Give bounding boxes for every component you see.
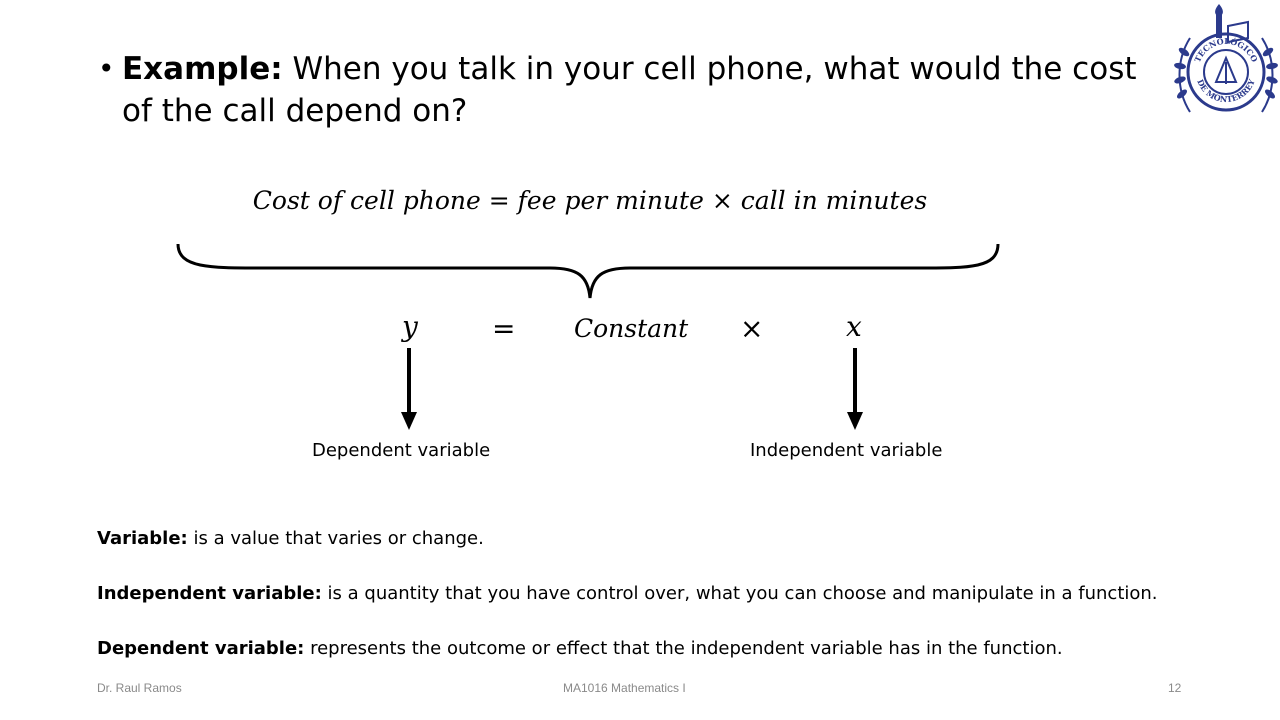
definition-term: Variable: xyxy=(97,528,188,549)
definition-independent: Independent variable: is a quantity that… xyxy=(97,581,1237,607)
independent-variable-label: Independent variable xyxy=(750,440,943,461)
dependent-symbol: y xyxy=(402,310,418,343)
title-text: When you talk in your cell phone, what w… xyxy=(122,51,1137,129)
definitions: Variable: is a value that varies or chan… xyxy=(97,526,1237,691)
title-bold: Example: xyxy=(122,51,283,87)
definition-term: Dependent variable: xyxy=(97,638,305,659)
definition-text: is a value that varies or change. xyxy=(187,528,484,549)
definition-dependent: Dependent variable: represents the outco… xyxy=(97,636,1237,662)
slide-title: Example: When you talk in your cell phon… xyxy=(122,48,1152,132)
tec-monterrey-logo-icon: TECNOLÓGICO DE MONTERREY xyxy=(1174,4,1278,113)
constant-symbol: Constant xyxy=(574,314,689,343)
curly-brace-icon xyxy=(176,243,1000,299)
bullet-icon: • xyxy=(98,52,115,85)
times-symbol: × xyxy=(740,312,764,345)
equals-symbol: = xyxy=(492,312,516,345)
definition-text: represents the outcome or effect that th… xyxy=(304,638,1063,659)
footer-page-number: 12 xyxy=(1168,681,1182,695)
independent-symbol: x xyxy=(846,310,862,343)
footer-author: Dr. Raul Ramos xyxy=(97,681,182,695)
definition-variable: Variable: is a value that varies or chan… xyxy=(97,526,1237,552)
arrow-down-icon-left xyxy=(401,348,417,430)
definition-term: Independent variable: xyxy=(97,583,322,604)
footer-course: MA1016 Mathematics I xyxy=(563,681,686,695)
arrow-down-icon-right xyxy=(847,348,863,430)
definition-text: is a quantity that you have control over… xyxy=(321,583,1158,604)
equation-line: Cost of cell phone = fee per minute × ca… xyxy=(252,186,928,215)
dependent-variable-label: Dependent variable xyxy=(312,440,491,461)
